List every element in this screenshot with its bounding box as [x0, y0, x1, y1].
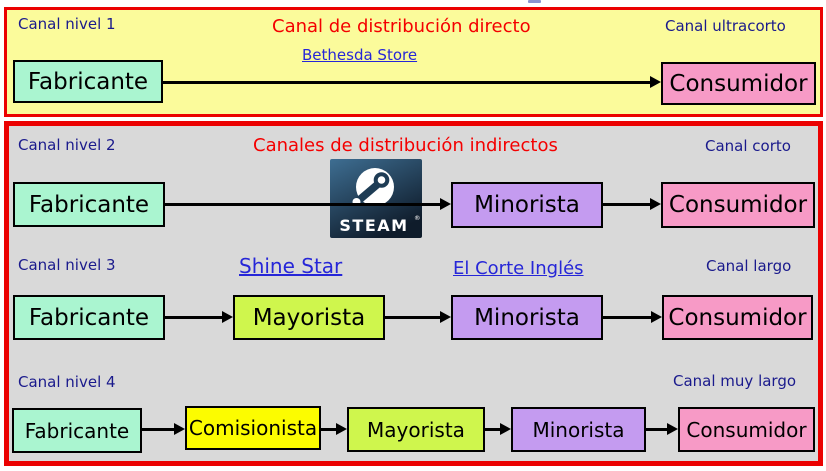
row2-arrow-2	[603, 203, 650, 206]
row1-title: Canal de distribución directo	[272, 16, 531, 37]
row1-channel-label: Canal ultracorto	[665, 17, 786, 35]
shine-star-link[interactable]: Shine Star	[239, 254, 343, 278]
row2-arrow-1	[165, 203, 440, 206]
row4-channel-label: Canal muy largo	[673, 372, 797, 390]
row2-producer-box: Fabricante	[13, 182, 165, 227]
row1-level-label: Canal nivel 1	[18, 15, 116, 33]
el-corte-ingles-link[interactable]: El Corte Inglés	[453, 258, 584, 279]
row4-wholesaler-box: Mayorista	[347, 407, 485, 452]
row3-arrow-1	[165, 316, 222, 319]
row4-retailer-box: Minorista	[511, 407, 646, 452]
row2-channel-label: Canal corto	[705, 137, 791, 155]
row3-retailer-box: Minorista	[451, 295, 603, 340]
row2-level-label: Canal nivel 2	[18, 136, 116, 154]
steam-logo: STEAM ®	[330, 159, 422, 238]
row4-producer-box: Fabricante	[12, 408, 142, 453]
row1-consumer-box: Consumidor	[661, 62, 816, 105]
row4-agent-box: Comisionista	[185, 406, 321, 450]
row4-consumer-box: Consumidor	[678, 407, 815, 452]
clipped-text-fragment	[528, 0, 541, 3]
steam-mark-icon	[352, 168, 394, 206]
row1-producer-box: Fabricante	[13, 60, 163, 103]
row3-producer-box: Fabricante	[13, 295, 165, 340]
bethesda-store-link[interactable]: Bethesda Store	[302, 46, 418, 64]
row3-channel-label: Canal largo	[706, 257, 792, 275]
row3-wholesaler-box: Mayorista	[233, 295, 385, 340]
row2-consumer-box: Consumidor	[661, 182, 815, 228]
row4-level-label: Canal nivel 4	[18, 373, 116, 391]
row4-arrow-1	[142, 428, 174, 431]
steam-wordmark: STEAM	[339, 216, 408, 235]
row3-arrow-2	[385, 316, 440, 319]
row2-retailer-box: Minorista	[451, 182, 603, 228]
row3-arrow-3	[603, 316, 651, 319]
row4-arrow-4	[646, 428, 667, 431]
steam-registered-mark: ®	[414, 214, 421, 222]
row4-arrow-2	[321, 428, 336, 431]
row3-level-label: Canal nivel 3	[18, 256, 116, 274]
row1-arrow	[163, 81, 650, 84]
row3-consumer-box: Consumidor	[662, 295, 813, 340]
row4-arrow-3	[485, 428, 500, 431]
row2-title: Canales de distribución indirectos	[253, 135, 558, 156]
